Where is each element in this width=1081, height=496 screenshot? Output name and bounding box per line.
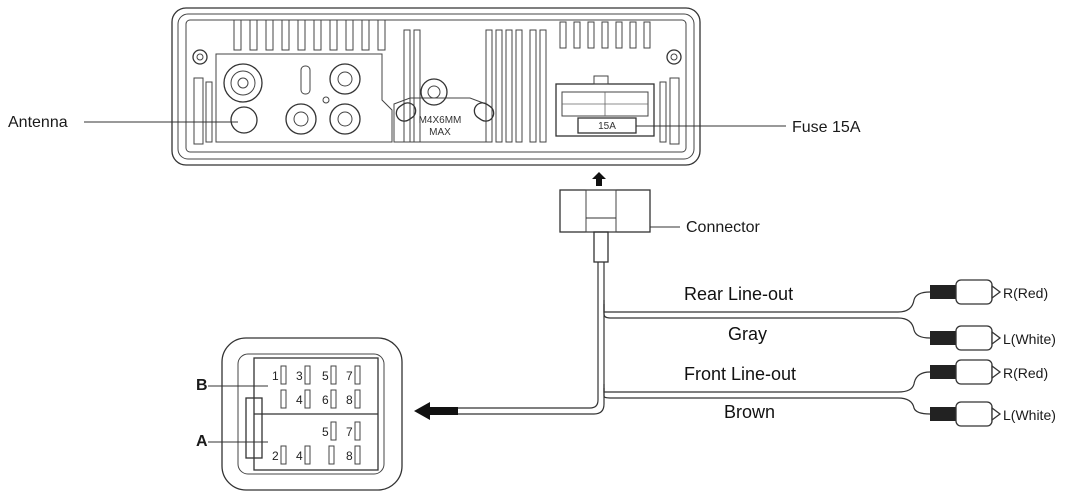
fuse-label: Fuse 15A	[792, 119, 861, 136]
pin-label: 2	[272, 449, 279, 463]
connector	[559, 172, 651, 263]
connector-label: Connector	[686, 219, 760, 236]
pin-label: 8	[346, 393, 353, 407]
rear-l-label: L(White)	[1003, 331, 1056, 347]
fuse-mark: 15A	[598, 121, 616, 132]
rca-plug-front-r	[930, 359, 1002, 385]
vent-fins	[233, 19, 651, 51]
pin-label: 3	[296, 369, 303, 383]
rear-lineout-label: Rear Line-out	[684, 284, 793, 304]
antenna-label: Antenna	[8, 114, 68, 131]
pin-label: 6	[322, 393, 329, 407]
screw-spec: M4X6MM	[419, 115, 462, 126]
mounting-bracket: M4X6MM MAX	[393, 78, 495, 143]
pin-label: 7	[346, 369, 353, 383]
rca-jack	[329, 103, 361, 135]
pin-label: 4	[296, 393, 303, 407]
cable-harness	[454, 262, 931, 415]
pin-label: 8	[346, 449, 353, 463]
fuse: 15A	[577, 117, 637, 134]
rca-plug-rear-r	[930, 279, 1002, 305]
screw-icon	[666, 49, 682, 65]
arrow-up-icon	[592, 172, 606, 186]
front-l-label: L(White)	[1003, 407, 1056, 423]
antenna-socket	[223, 63, 263, 103]
rca-plug-rear-l	[930, 325, 1002, 351]
arrow-left-icon	[414, 402, 458, 420]
iso-plug: 1 3 5 7 4 6 8 5 7 2 4 8	[221, 337, 403, 491]
pin-label: 7	[346, 425, 353, 439]
plug-b-label: B	[196, 377, 208, 394]
screw-max: MAX	[429, 127, 451, 138]
front-lineout-label: Front Line-out	[684, 364, 796, 384]
front-r-label: R(Red)	[1003, 365, 1048, 381]
rca-plug-front-l	[930, 401, 1002, 427]
pin-label: 4	[296, 449, 303, 463]
pin-label: 1	[272, 369, 279, 383]
iso-socket	[555, 75, 655, 137]
head-unit-rear: M4X6MM MAX 15A	[171, 7, 701, 166]
rca-jack	[285, 103, 317, 135]
pin-label: 5	[322, 425, 329, 439]
pin-label: 5	[322, 369, 329, 383]
rca-jack	[329, 63, 361, 95]
brown-wire-label: Brown	[724, 402, 775, 422]
plug-a-label: A	[196, 433, 208, 450]
rear-r-label: R(Red)	[1003, 285, 1048, 301]
gray-wire-label: Gray	[728, 324, 767, 344]
screw-icon	[192, 49, 208, 65]
